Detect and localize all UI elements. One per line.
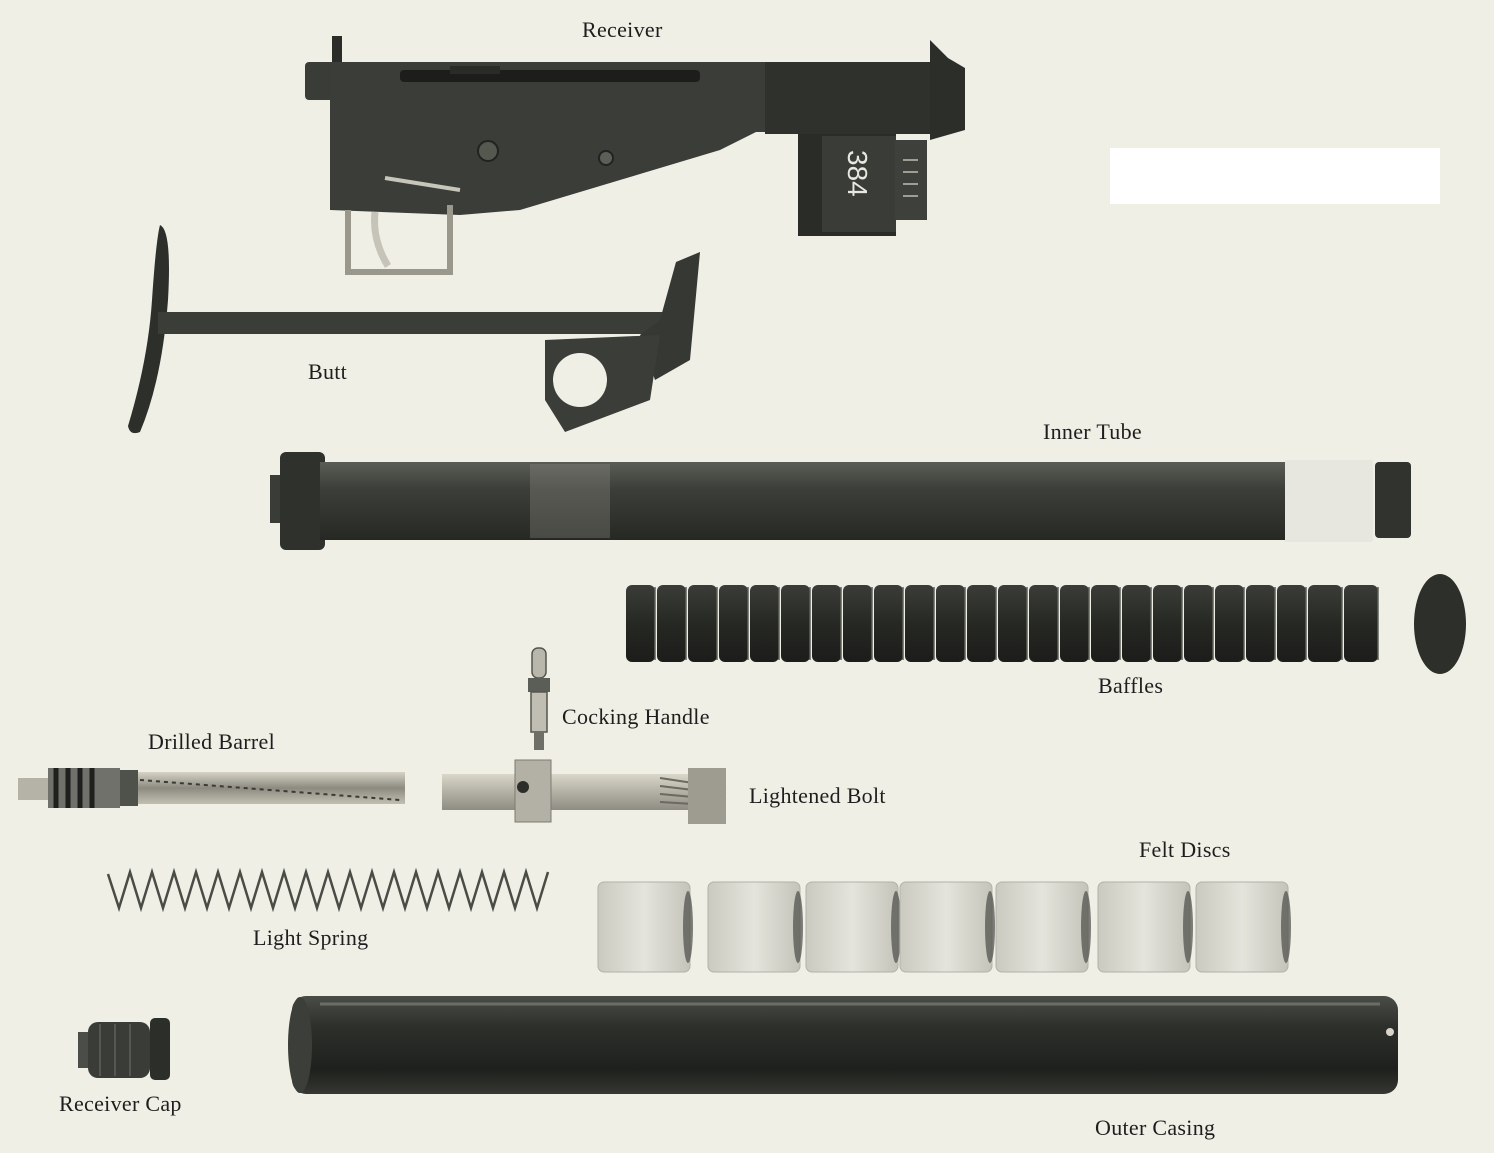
baffle-ring (1308, 585, 1342, 662)
baffle-ring (626, 585, 655, 662)
felt-disc (707, 881, 801, 973)
baffle-ring (719, 585, 748, 662)
outer-casing-part (288, 996, 1398, 1094)
baffle-ring (781, 585, 810, 662)
baffle-ring (1184, 585, 1213, 662)
baffle-ring (812, 585, 841, 662)
baffle-ring (843, 585, 872, 662)
receiver-part (305, 36, 965, 275)
label-lightened-bolt: Lightened Bolt (749, 783, 886, 808)
baffle-ring (1060, 585, 1089, 662)
felt-disc (805, 881, 899, 973)
felt-disc (995, 881, 1089, 973)
baffle-end-cap (1414, 574, 1466, 674)
inner-tube-part (270, 452, 1411, 550)
felt-disc (1097, 881, 1191, 973)
cocking-handle-part (528, 647, 550, 750)
baffle-ring (1215, 585, 1244, 662)
label-drilled-barrel: Drilled Barrel (148, 729, 275, 754)
label-felt-discs: Felt Discs (1139, 837, 1231, 862)
baffle-ring (1091, 585, 1120, 662)
baffle-ring (998, 585, 1027, 662)
baffle-ring (1029, 585, 1058, 662)
baffle-ring (874, 585, 903, 662)
receiver-cap-part (78, 1018, 170, 1080)
baffle-ring (750, 585, 779, 662)
felt-discs-part (597, 881, 1291, 973)
light-spring-part (106, 867, 550, 913)
baffle-ring (967, 585, 996, 662)
blank-patch (1110, 148, 1440, 204)
baffle-ring (936, 585, 965, 662)
baffle-ring (1277, 585, 1306, 662)
baffle-ring (1344, 585, 1378, 662)
drilled-barrel-part (18, 768, 405, 808)
label-baffles: Baffles (1098, 673, 1164, 698)
lightened-bolt-part (442, 759, 727, 824)
felt-disc (899, 881, 993, 973)
label-outer-casing: Outer Casing (1095, 1115, 1216, 1140)
baffle-ring (1122, 585, 1151, 662)
label-receiver-cap: Receiver Cap (59, 1091, 182, 1116)
butt-part (128, 225, 700, 434)
baffle-ring (905, 585, 934, 662)
label-light-spring: Light Spring (253, 925, 369, 950)
label-receiver: Receiver (582, 17, 663, 42)
baffle-ring (1246, 585, 1275, 662)
baffle-ring (657, 585, 686, 662)
felt-disc (597, 881, 691, 973)
baffles-part (626, 574, 1466, 674)
baffle-ring (688, 585, 717, 662)
receiver-serial-number: 384 (842, 150, 873, 197)
baffle-ring (1153, 585, 1182, 662)
label-inner-tube: Inner Tube (1043, 419, 1142, 444)
label-cocking-handle: Cocking Handle (562, 704, 710, 729)
label-butt: Butt (308, 359, 348, 384)
felt-disc (1195, 881, 1289, 973)
